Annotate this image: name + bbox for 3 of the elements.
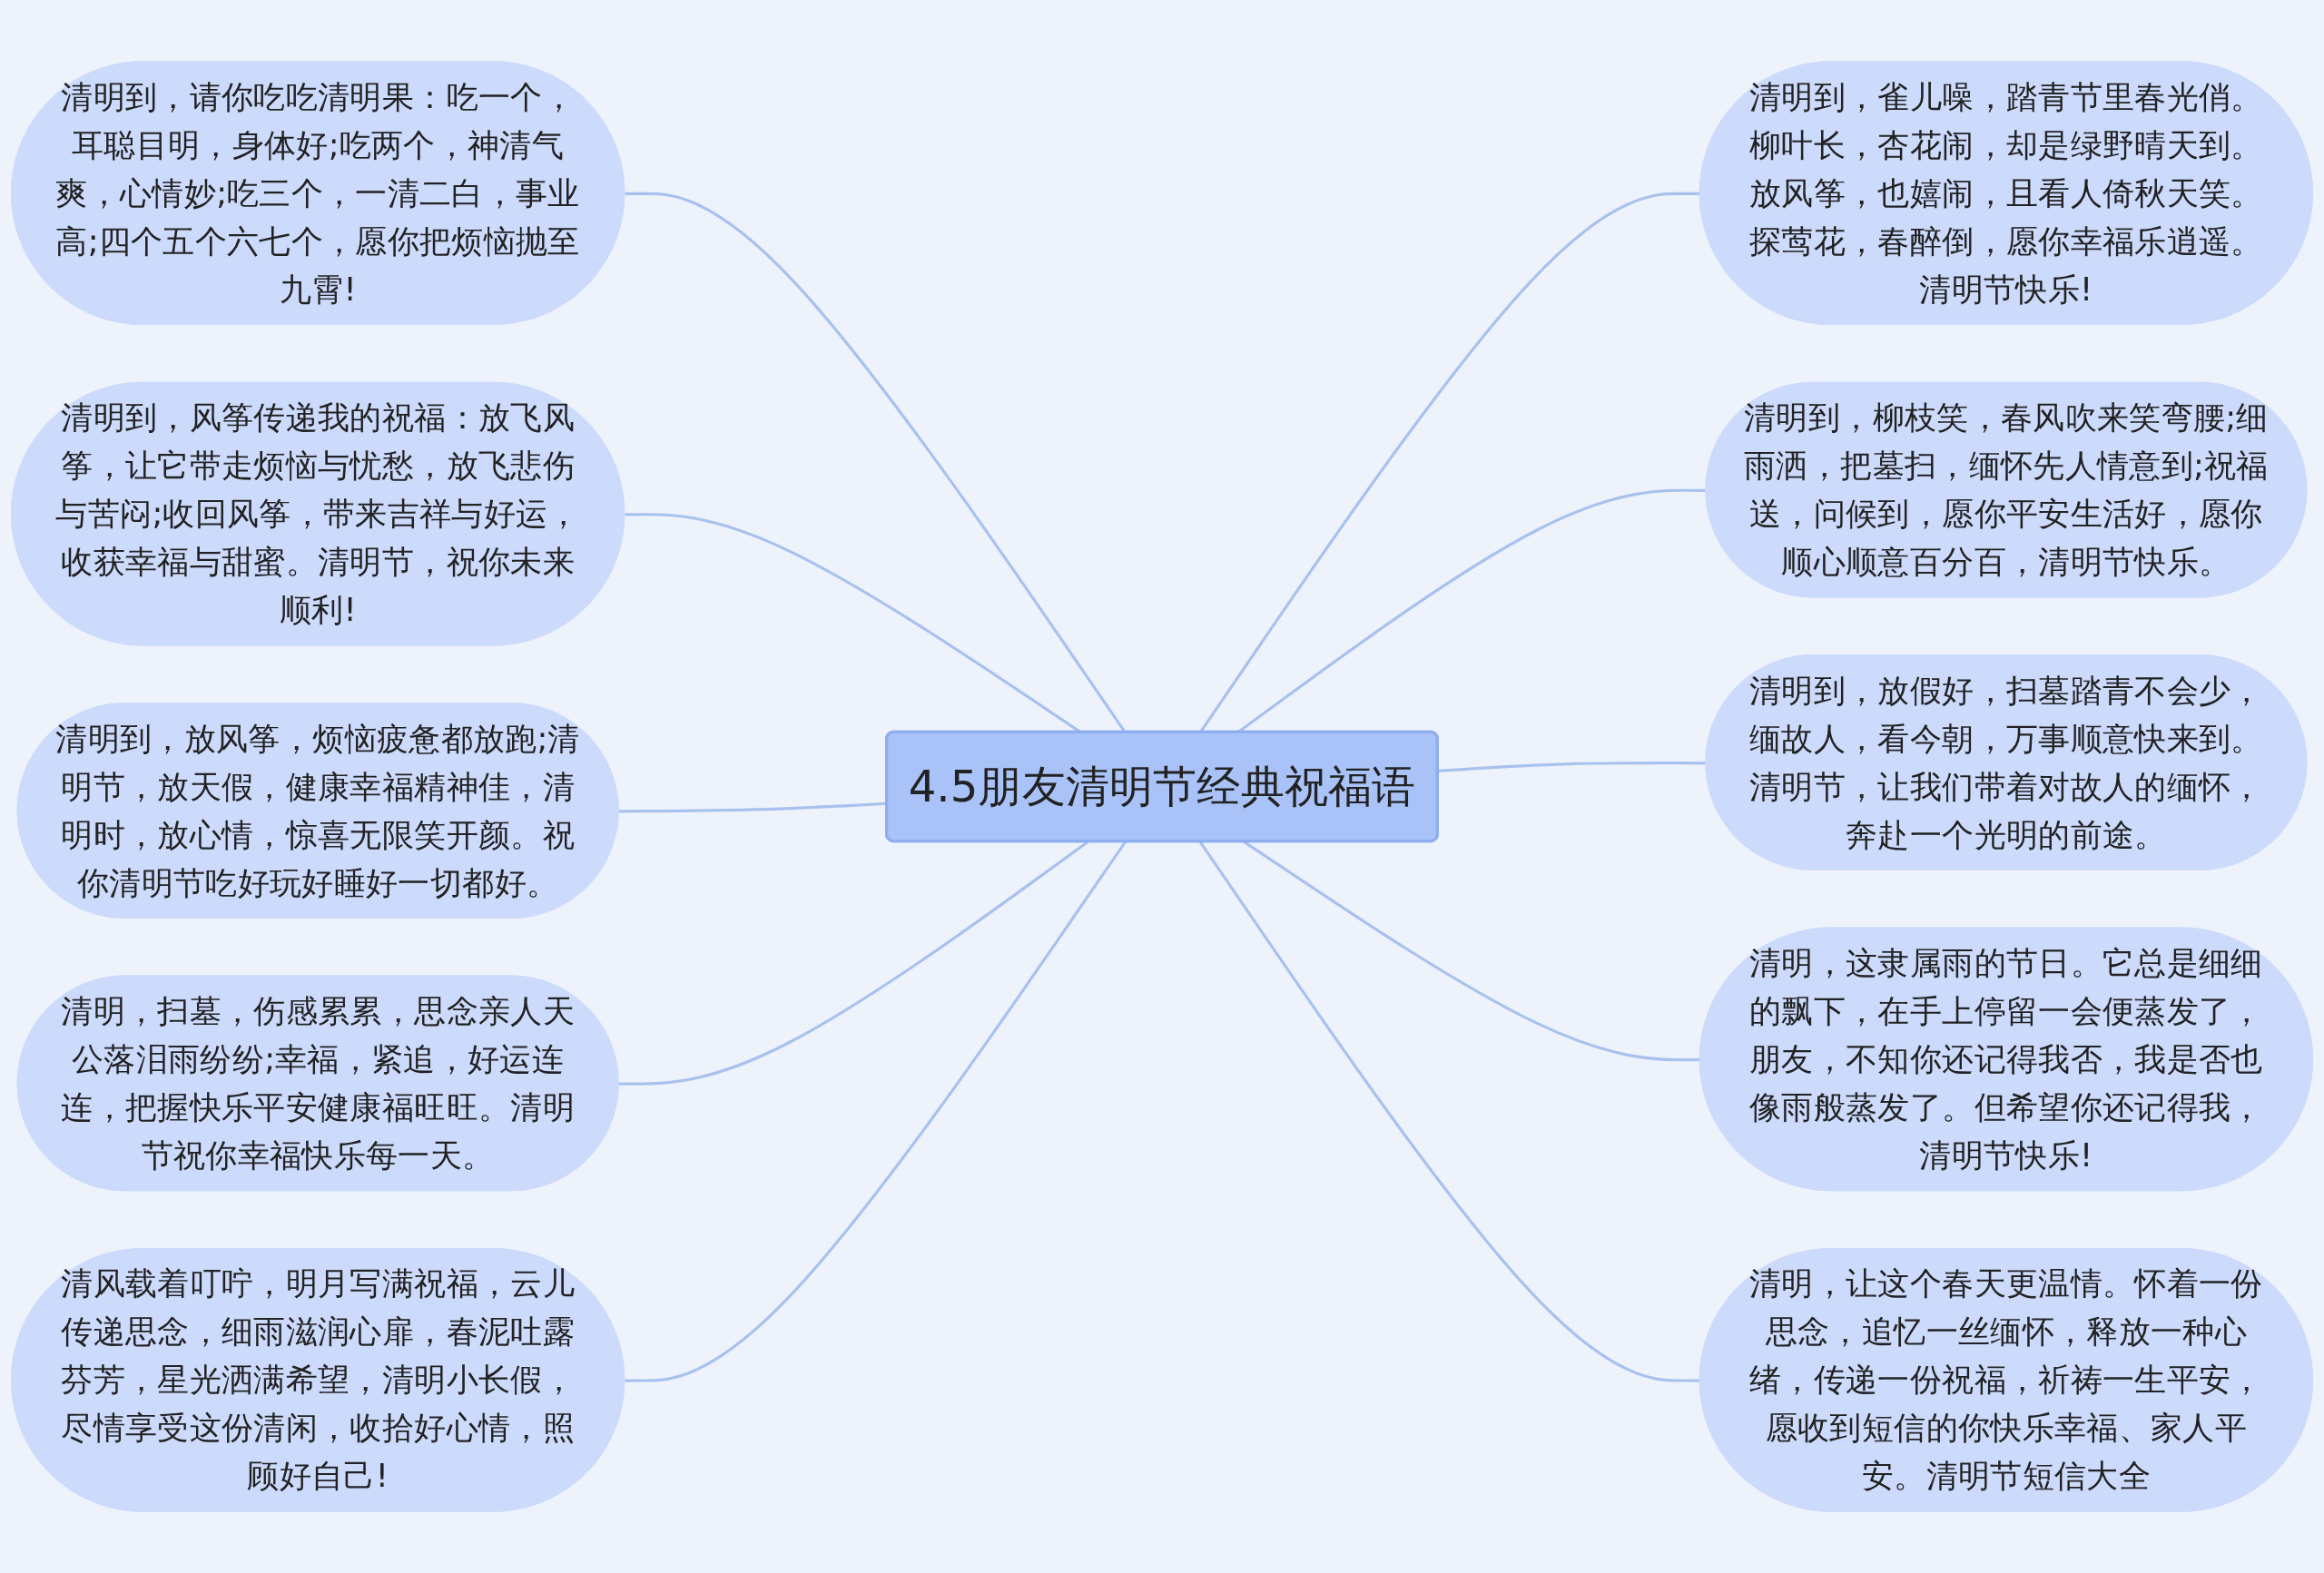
connector	[1438, 761, 1707, 772]
connector	[625, 841, 1127, 1382]
connector	[618, 841, 1089, 1086]
